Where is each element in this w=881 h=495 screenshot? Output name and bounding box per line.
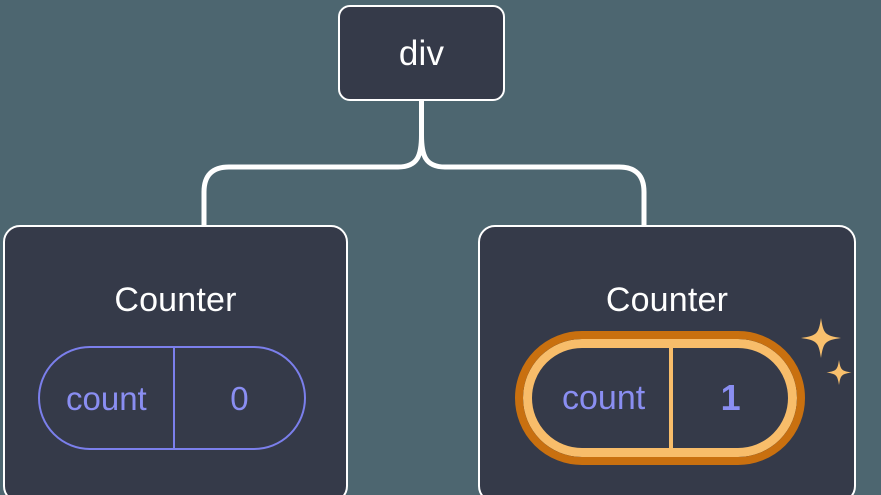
state-pill-right-value: 1 xyxy=(669,348,788,448)
node-div-label: div xyxy=(398,33,445,73)
state-pill-left-key: count xyxy=(66,379,147,417)
state-pill-right-highlight-ring: count 1 xyxy=(515,331,805,465)
state-pill-left-body: count 0 xyxy=(38,346,306,450)
node-div[interactable]: div xyxy=(338,5,505,101)
state-pill-left-value: 0 xyxy=(172,348,304,448)
node-counter-right-label: Counter xyxy=(605,281,729,319)
state-pill-right-key: count xyxy=(562,379,646,417)
node-counter-left-label: Counter xyxy=(114,281,237,319)
state-pill-left[interactable]: count 0 xyxy=(38,346,306,450)
state-pill-right[interactable]: count 1 xyxy=(515,331,805,465)
state-pill-right-body: count 1 xyxy=(523,339,797,457)
